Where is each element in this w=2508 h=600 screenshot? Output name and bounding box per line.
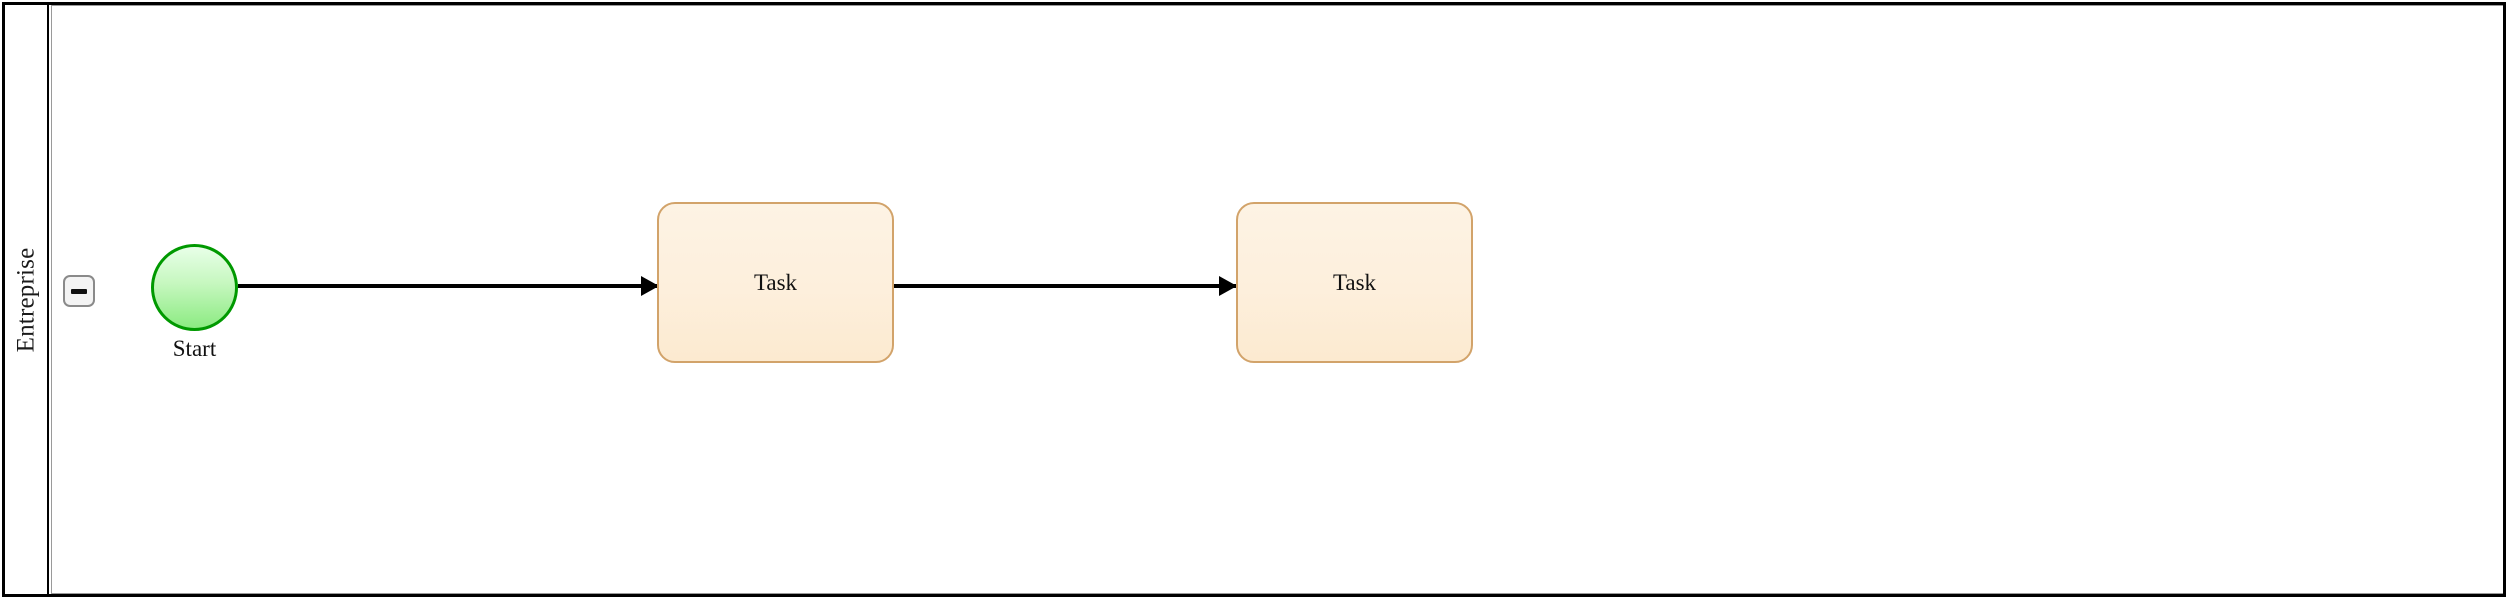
task-label-2: Task (1332, 269, 1377, 295)
collapse-toggle-button[interactable] (63, 275, 95, 307)
pool-lane-label: Entreprise (12, 247, 40, 352)
arrow-head-icon (1219, 276, 1237, 296)
pool-header[interactable]: Entreprise (5, 5, 49, 594)
start-event-circle[interactable] (151, 244, 238, 331)
task-label-1: Task (753, 269, 798, 295)
start-event-label: Start (172, 336, 217, 361)
sequence-flow-1[interactable] (238, 276, 659, 296)
sequence-flow-2[interactable] (894, 276, 1237, 296)
arrow-head-icon (641, 276, 659, 296)
minus-icon (71, 288, 87, 294)
start-event-node[interactable]: Start (151, 244, 238, 361)
task-node-2[interactable]: Task (1236, 202, 1473, 363)
task-node-1[interactable]: Task (657, 202, 894, 363)
